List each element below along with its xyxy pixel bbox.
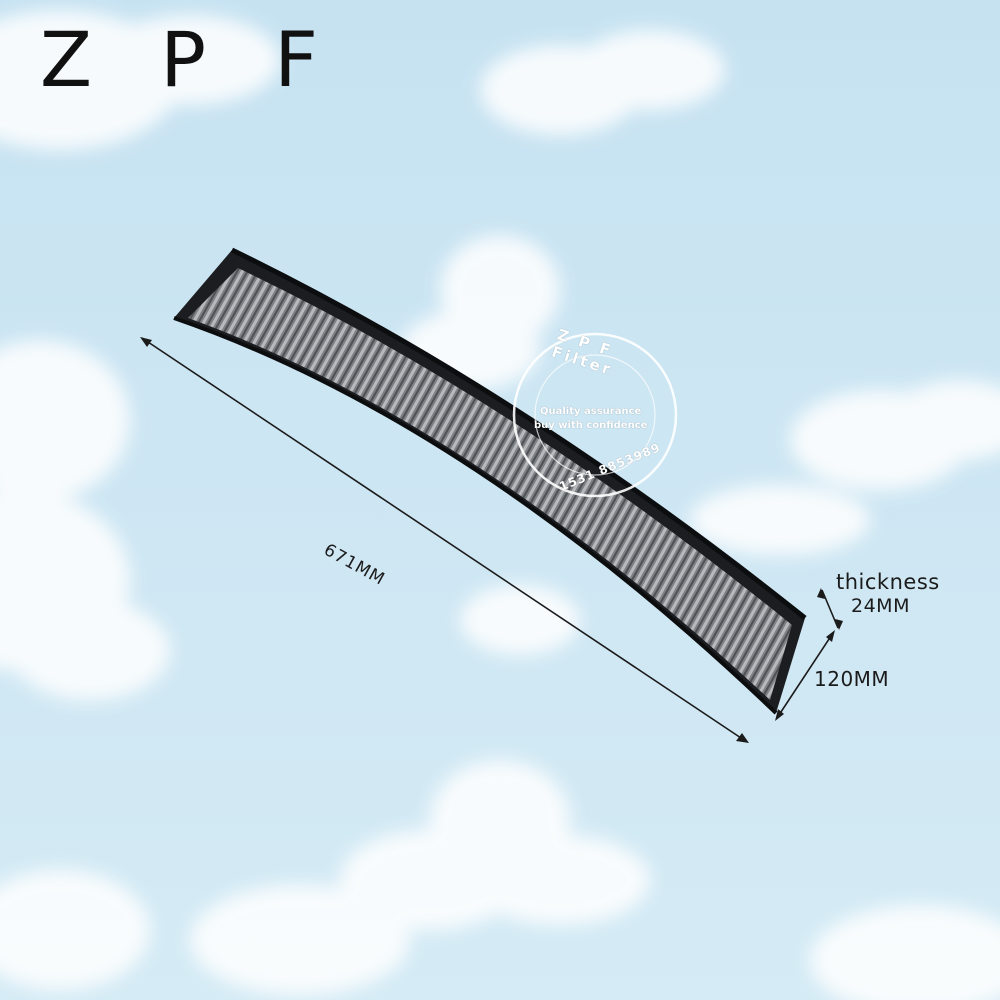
stamp-text-group: Z P F Filter Quality assurance buy with … [512, 325, 678, 498]
stamp-line-quality: Quality assurance [540, 406, 642, 417]
brand-logo: Z P F [40, 15, 340, 104]
stamp-phone: 1531 8853989 [557, 440, 663, 494]
cabin-filter-image [173, 247, 807, 715]
stamp-title: Z P F Filter [549, 325, 616, 380]
dimension-arrows [140, 337, 843, 743]
height-label: 120MM [814, 667, 890, 691]
stamp-line-confidence: buy with confidence [534, 420, 648, 431]
thickness-label: thickness [836, 570, 940, 594]
watermark-stamp [512, 332, 678, 498]
thickness-value: 24MM [851, 595, 910, 617]
